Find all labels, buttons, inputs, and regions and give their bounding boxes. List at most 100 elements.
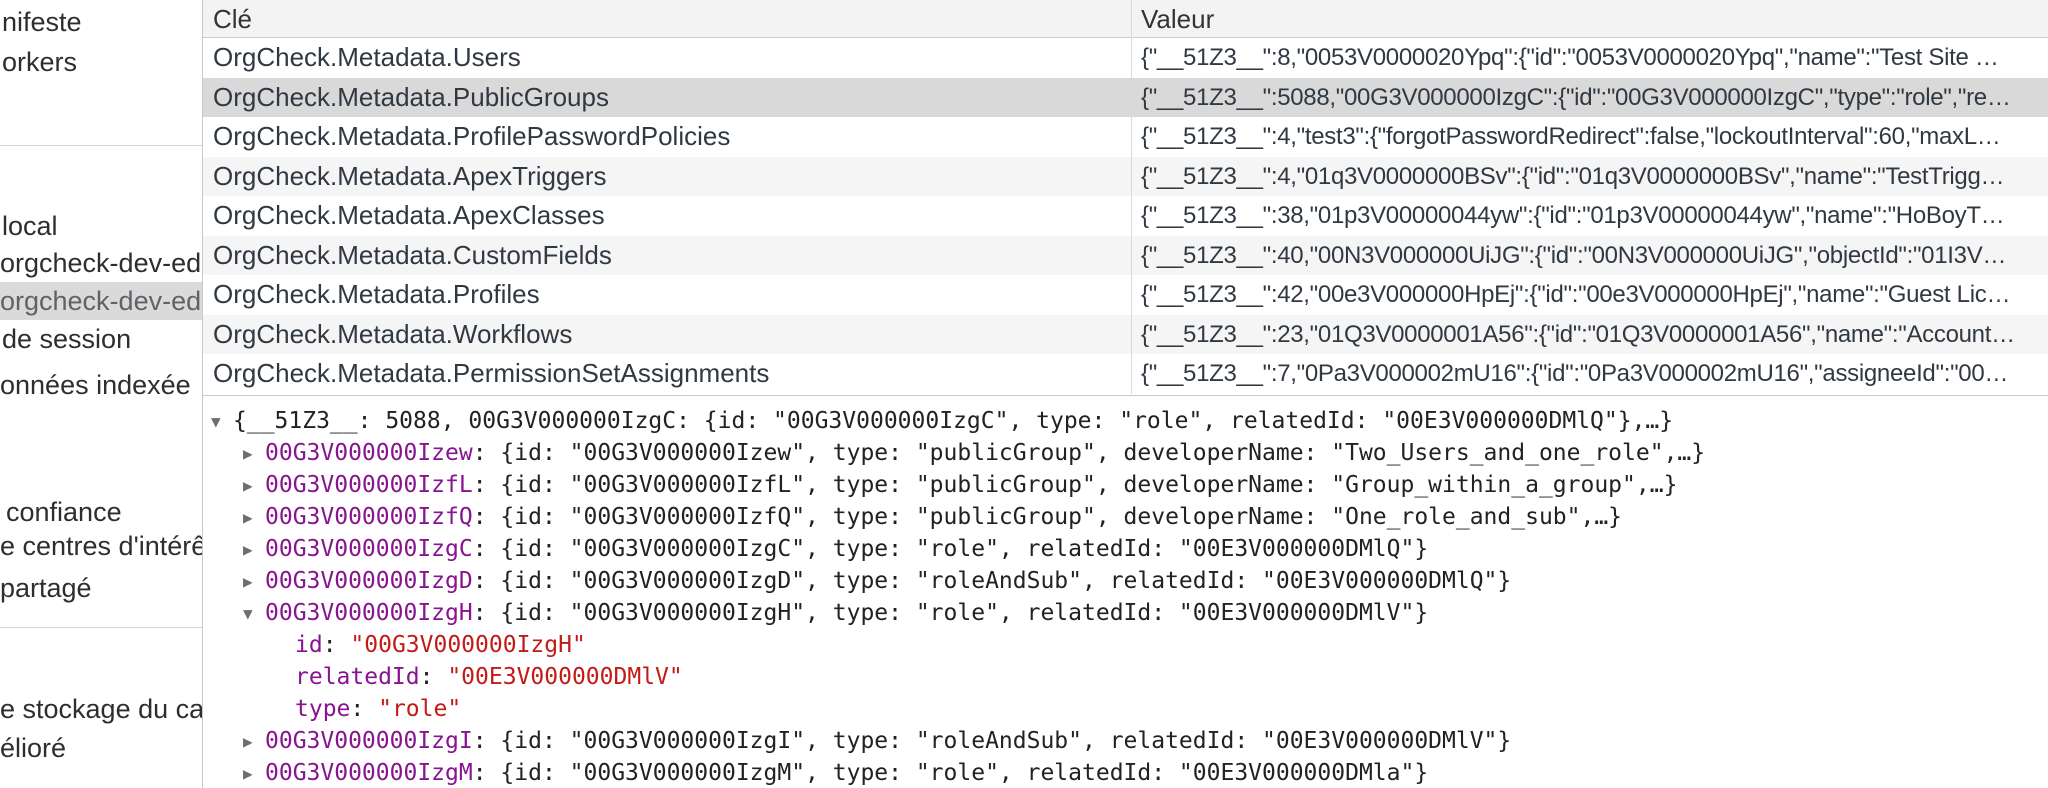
expander-arrow-icon[interactable]: ▶ <box>243 508 253 527</box>
row-value-cell: {"__51Z3__":40,"00N3V000000UiJG":{"id":"… <box>1141 241 2007 269</box>
tree-text: : {id: "00G3V000000IzgH", type: "role", … <box>472 600 1429 626</box>
tree-key: 00G3V000000IzgI <box>265 728 473 754</box>
tree-text: {__51Z3__: 5088, 00G3V000000IzgC: {id: "… <box>233 408 1674 434</box>
row-value-cell: {"__51Z3__":5088,"00G3V000000IzgC":{"id"… <box>1141 83 2011 111</box>
tree-text: : {id: "00G3V000000IzgD", type: "roleAnd… <box>472 568 1512 594</box>
row-key-cell: OrgCheck.Metadata.CustomFields <box>213 239 612 270</box>
sidebar-item[interactable]: e stockage du cach <box>0 690 203 728</box>
expander-arrow-icon[interactable]: ▶ <box>243 444 253 463</box>
sidebar-item-label: confiance <box>6 497 122 527</box>
sidebar-item-label: orgcheck-dev-ed--c <box>0 286 202 316</box>
tree-key: type <box>295 696 351 722</box>
table-row[interactable]: OrgCheck.Metadata.PublicGroups {"__51Z3_… <box>203 77 2048 117</box>
sidebar-item-label: partagé <box>0 573 92 603</box>
row-value-cell: {"__51Z3__":38,"01p3V00000044yw":{"id":"… <box>1141 202 2005 229</box>
tree-line[interactable]: ▶ 00G3V000000IzfQ: {id: "00G3V000000IzfQ"… <box>203 501 2048 533</box>
sidebar-item-label: orgcheck-dev-ed.lig <box>0 248 202 278</box>
tree-line[interactable]: id: "00G3V000000IzgH" <box>203 629 2048 661</box>
column-header-value[interactable]: Valeur <box>1141 4 1215 34</box>
datagrid-body: OrgCheck.Metadata.Users {"__51Z3__":8,"0… <box>203 38 2048 395</box>
tree-key: 00G3V000000IzgC <box>265 536 473 562</box>
sidebar-item[interactable]: nifeste <box>0 3 202 41</box>
row-value-cell: {"__51Z3__":4,"01q3V0000000BSv":{"id":"0… <box>1141 162 2005 190</box>
expander-arrow-icon[interactable]: ▼ <box>211 412 221 431</box>
tree-text: : {id: "00G3V000000IzgC", type: "role", … <box>472 536 1429 562</box>
row-key-cell: OrgCheck.Metadata.PermissionSetAssignmen… <box>213 358 770 388</box>
column-header-key[interactable]: Clé <box>213 4 253 34</box>
row-key-cell: OrgCheck.Metadata.Profiles <box>213 279 540 309</box>
tree-line[interactable]: ▶ 00G3V000000IzfL: {id: "00G3V000000IzfL"… <box>203 469 2048 501</box>
tree-value: "00G3V000000IzgH" <box>350 632 586 658</box>
main-panel: Clé Valeur OrgCheck.Metadata.Users {"__5… <box>203 0 2048 788</box>
expander-arrow-icon[interactable]: ▶ <box>243 476 253 495</box>
table-row[interactable]: OrgCheck.Metadata.ApexClasses {"__51Z3__… <box>203 196 2048 236</box>
expander-arrow-icon[interactable]: ▶ <box>243 732 253 751</box>
sidebar-item[interactable]: onnées indexée <box>0 366 202 404</box>
table-row[interactable]: OrgCheck.Metadata.CustomFields {"__51Z3_… <box>203 235 2048 275</box>
sidebar-item[interactable]: partagé <box>0 569 202 607</box>
row-value-cell: {"__51Z3__":8,"0053V0000020Ypq":{"id":"0… <box>1141 44 1999 71</box>
table-row[interactable]: OrgCheck.Metadata.ProfilePasswordPolicie… <box>203 117 2048 157</box>
tree-text: : {id: "00G3V000000Izew", type: "publicG… <box>472 440 1706 466</box>
sidebar-item-label: de session <box>2 324 132 354</box>
row-value-cell: {"__51Z3__":23,"01Q3V0000001A56":{"id":"… <box>1141 320 2015 348</box>
row-value-cell: {"__51Z3__":4,"test3":{"forgotPasswordRe… <box>1141 123 2001 150</box>
tree-line[interactable]: ▼ {__51Z3__: 5088, 00G3V000000IzgC: {id: … <box>203 405 2048 437</box>
keyvalue-datagrid: Clé Valeur OrgCheck.Metadata.Users {"__5… <box>203 0 2048 396</box>
tree-key: id <box>295 632 323 658</box>
table-row[interactable]: OrgCheck.Metadata.ApexTriggers {"__51Z3_… <box>203 156 2048 196</box>
expander-arrow-icon[interactable]: ▼ <box>243 604 253 623</box>
row-key-cell: OrgCheck.Metadata.PublicGroups <box>213 81 609 112</box>
tree-key: 00G3V000000IzgM <box>265 760 473 786</box>
tree-text: : {id: "00G3V000000IzgI", type: "roleAnd… <box>472 728 1512 754</box>
sidebar-item-label: e centres d'intérêt <box>0 531 203 561</box>
tree-text: : {id: "00G3V000000IzfQ", type: "publicG… <box>472 504 1623 530</box>
sidebar-item-label: onnées indexée <box>0 370 191 400</box>
tree-text: : {id: "00G3V000000IzfL", type: "publicG… <box>472 472 1678 498</box>
expander-arrow-icon[interactable]: ▶ <box>243 764 253 783</box>
sidebar-item[interactable]: e centres d'intérêt <box>0 527 203 565</box>
row-value-cell: {"__51Z3__":7,"0Pa3V000002mU16":{"id":"0… <box>1141 360 2009 387</box>
tree-text: : <box>419 664 448 690</box>
column-resizer[interactable] <box>1131 0 1132 394</box>
tree-text: : <box>322 632 351 658</box>
sidebar-section-divider <box>0 145 202 146</box>
sidebar-item[interactable]: élioré <box>0 729 202 767</box>
tree-key: 00G3V000000IzfQ <box>265 504 473 530</box>
tree-key: 00G3V000000IzfL <box>265 472 473 498</box>
sidebar-item-label: élioré <box>0 733 67 763</box>
tree-line[interactable]: relatedId: "00E3V000000DMlV" <box>203 661 2048 693</box>
sidebar-section-divider <box>0 627 202 628</box>
tree-line[interactable]: ▶ 00G3V000000Izew: {id: "00G3V000000Izew"… <box>203 437 2048 469</box>
tree-line[interactable]: ▼00G3V000000IzgH: {id: "00G3V000000IzgH"… <box>203 597 2048 629</box>
sidebar-item[interactable]: orkers <box>0 43 202 81</box>
tree-line[interactable]: type: "role" <box>203 693 2048 725</box>
tree-text: : {id: "00G3V000000IzgM", type: "role", … <box>472 760 1429 786</box>
tree-value: "00E3V000000DMlV" <box>447 664 683 690</box>
application-sidebar: nifeste orkers local orgcheck-dev-ed.lig… <box>0 0 203 788</box>
sidebar-item[interactable]: confiance <box>0 493 202 531</box>
row-value-cell: {"__51Z3__":42,"00e3V000000HpEj":{"id":"… <box>1141 281 2011 308</box>
tree-key: 00G3V000000IzgD <box>265 568 473 594</box>
row-key-cell: OrgCheck.Metadata.ApexClasses <box>213 200 605 230</box>
sidebar-item[interactable]: orgcheck-dev-ed--c <box>0 282 202 320</box>
tree-line[interactable]: ▶ 00G3V000000IzgD: {id: "00G3V000000IzgD"… <box>203 565 2048 597</box>
row-key-cell: OrgCheck.Metadata.ApexTriggers <box>213 160 607 191</box>
sidebar-item-label: e stockage du cach <box>0 694 203 724</box>
sidebar-item[interactable]: local <box>0 207 202 245</box>
expander-arrow-icon[interactable]: ▶ <box>243 540 253 559</box>
tree-line[interactable]: ▶ 00G3V000000IzgI: {id: "00G3V000000IzgI"… <box>203 725 2048 757</box>
tree-line[interactable]: ▶ 00G3V000000IzgM: {id: "00G3V000000IzgM"… <box>203 757 2048 788</box>
object-preview-pane: ▼ {__51Z3__: 5088, 00G3V000000IzgC: {id: … <box>203 397 2048 788</box>
table-row[interactable]: OrgCheck.Metadata.Users {"__51Z3__":8,"0… <box>203 38 2048 78</box>
table-row[interactable]: OrgCheck.Metadata.Workflows {"__51Z3__":… <box>203 314 2048 354</box>
tree-line[interactable]: ▶ 00G3V000000IzgC: {id: "00G3V000000IzgC"… <box>203 533 2048 565</box>
sidebar-item-label: nifeste <box>2 7 82 37</box>
sidebar-item[interactable]: orgcheck-dev-ed.lig <box>0 244 202 282</box>
sidebar-item[interactable]: de session <box>0 320 202 358</box>
table-row[interactable]: OrgCheck.Metadata.PermissionSetAssignmen… <box>203 354 2048 394</box>
tree-value: "role" <box>378 696 462 722</box>
table-row[interactable]: OrgCheck.Metadata.Profiles {"__51Z3__":4… <box>203 275 2048 315</box>
expander-arrow-icon[interactable]: ▶ <box>243 572 253 591</box>
tree-key: 00G3V000000Izew <box>265 440 473 466</box>
